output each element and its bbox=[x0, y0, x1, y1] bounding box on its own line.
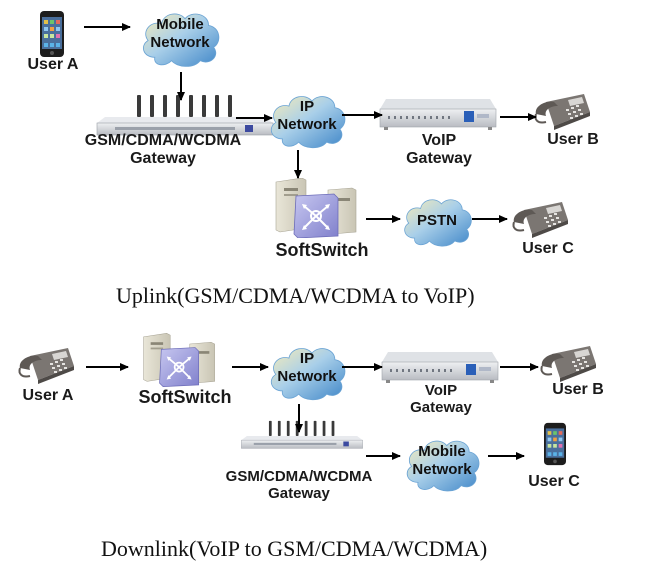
uplink-mobile-network-label-line2: Network bbox=[150, 34, 210, 51]
downlink-ip-network-label: IP Network bbox=[266, 350, 348, 386]
downlink-softswitch-label: SoftSwitch bbox=[138, 387, 232, 407]
uplink-voip-gateway-icon bbox=[379, 98, 497, 131]
downlink-gsm-gateway-label-line1: GSM/CDMA/WCDMA bbox=[225, 468, 373, 485]
uplink-mobile-network-label: Mobile Network bbox=[140, 16, 220, 52]
downlink-user-a-desk-phone-icon bbox=[18, 347, 75, 385]
downlink-mobile-network-label: Mobile Network bbox=[402, 443, 482, 479]
uplink-softswitch-icon bbox=[275, 178, 357, 238]
uplink-gsm-gateway-icon bbox=[96, 95, 274, 136]
uplink-user-c-label: User C bbox=[522, 240, 574, 257]
uplink-voip-gateway-label: VoIP Gateway bbox=[398, 132, 480, 169]
uplink-voip-gateway-label-line1: VoIP bbox=[421, 132, 457, 149]
downlink-softswitch-icon bbox=[142, 332, 216, 388]
uplink-user-b-label: User B bbox=[547, 131, 599, 148]
downlink-user-b-label: User B bbox=[552, 381, 604, 398]
uplink-gsm-gateway-label-line1: GSM/CDMA/WCDMA bbox=[84, 132, 242, 149]
downlink-mobile-network-label-line1: Mobile bbox=[418, 443, 466, 460]
downlink-ip-network-label-line2: Network bbox=[277, 368, 337, 385]
downlink-voip-gateway-label-line1: VoIP bbox=[424, 382, 458, 399]
uplink-ip-network-label-line2: Network bbox=[277, 116, 337, 133]
uplink-mobile-network-label-line1: Mobile bbox=[156, 16, 204, 33]
downlink-voip-gateway-label-line2: Gateway bbox=[410, 399, 472, 417]
downlink-user-c-label: User C bbox=[528, 473, 580, 490]
downlink-user-a-label: User A bbox=[22, 387, 74, 404]
uplink-gsm-gateway-label-line2: Gateway bbox=[130, 150, 196, 168]
downlink-user-b-desk-phone-icon bbox=[540, 345, 597, 383]
uplink-ip-network-label: IP Network bbox=[266, 98, 348, 134]
uplink-softswitch-label: SoftSwitch bbox=[275, 240, 369, 260]
downlink-gsm-gateway-label: GSM/CDMA/WCDMA Gateway bbox=[212, 468, 386, 503]
uplink-user-b-desk-phone-icon bbox=[534, 93, 591, 131]
downlink-gsm-gateway-label-line2: Gateway bbox=[268, 485, 330, 503]
uplink-user-a-mobile-phone-icon bbox=[40, 11, 64, 57]
downlink-voip-gateway-label: VoIP Gateway bbox=[400, 382, 482, 417]
downlink-voip-gateway-icon bbox=[381, 351, 499, 384]
uplink-pstn-label: PSTN bbox=[416, 212, 457, 229]
downlink-caption: Downlink(VoIP to GSM/CDMA/WCDMA) bbox=[101, 536, 488, 561]
uplink-ip-network-label-line1: IP bbox=[299, 98, 315, 115]
downlink-ip-network-label-line1: IP bbox=[299, 350, 315, 367]
downlink-gsm-gateway-icon bbox=[241, 420, 363, 449]
uplink-voip-gateway-label-line2: Gateway bbox=[406, 150, 472, 168]
uplink-gsm-gateway-label: GSM/CDMA/WCDMA Gateway bbox=[70, 132, 256, 169]
uplink-user-c-desk-phone-icon bbox=[512, 201, 569, 239]
downlink-mobile-network-label-line2: Network bbox=[412, 461, 472, 478]
uplink-caption: Uplink(GSM/CDMA/WCDMA to VoIP) bbox=[116, 283, 475, 308]
uplink-user-a-label: User A bbox=[27, 56, 79, 73]
downlink-user-c-mobile-phone-icon bbox=[544, 422, 566, 466]
